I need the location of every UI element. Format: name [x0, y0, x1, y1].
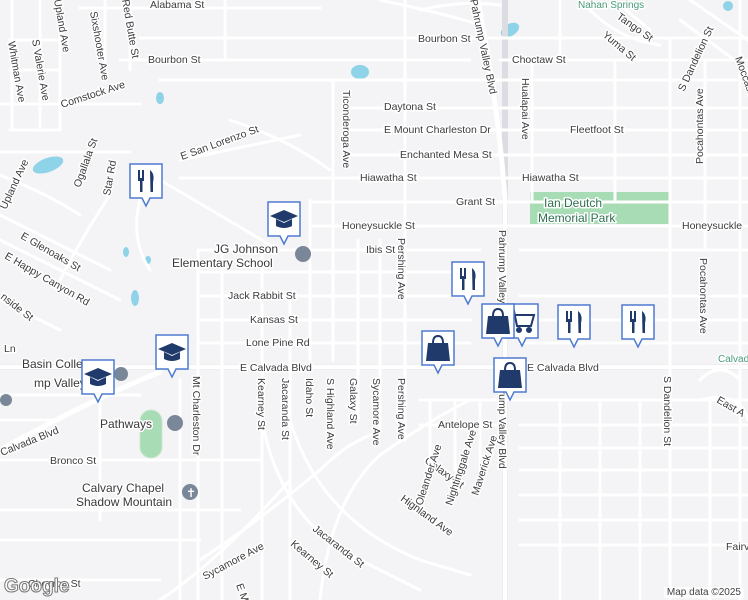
place-label-school-1: JG Johnson — [214, 242, 278, 256]
school-marker[interactable] — [154, 333, 190, 379]
school-marker[interactable] — [80, 358, 116, 404]
shopping-bag-icon — [486, 307, 510, 334]
street-label-mt-charleston-dr: Mt Charleston Dr — [190, 376, 202, 456]
street-label-e-m: E M — [233, 582, 251, 600]
street-label-daytona: Daytona St — [384, 101, 436, 113]
track-area — [139, 409, 163, 459]
street-label-calvada-far-right: Calvada — [718, 354, 748, 365]
street-label-upland: Upland Ave — [0, 158, 31, 212]
street-label-kearney: Kearney St — [255, 378, 267, 430]
street-label-calvada-left: Calvada Blvd — [0, 424, 61, 458]
street-label-pershing-lower: Pershing Ave — [395, 378, 407, 440]
restaurant-marker[interactable] — [556, 303, 592, 349]
place-label-school-2: Elementary School — [172, 256, 273, 270]
graduation-cap-icon — [158, 343, 186, 361]
fork-knife-icon — [460, 268, 476, 290]
college-poi-icon — [114, 367, 128, 381]
street-label-pocahontas-lower: Pocahontas Ave — [697, 258, 709, 334]
street-label-bronco: Bronco St — [50, 455, 96, 467]
street-label-s-dandelion-lower: S Dandelion St — [661, 376, 673, 446]
street-label-kansas: Kansas St — [250, 314, 298, 326]
school-poi-icon — [295, 246, 311, 262]
poi-dots: ✝ — [0, 246, 311, 500]
street-label-fairv: Fairv — [726, 541, 748, 553]
map-attribution[interactable]: Map data ©2025 — [663, 587, 744, 598]
street-label-chevron: Chevron St — [28, 578, 81, 590]
place-label-calvary-1: Calvary Chapel — [82, 481, 164, 495]
cross-icon: ✝ — [186, 486, 196, 500]
place-label-college-1: Basin Colle — [22, 357, 83, 371]
fork-knife-icon — [630, 311, 646, 333]
street-label-sixshooter: Sixshooter Ave — [87, 10, 111, 81]
street-label-enchanted-mesa: Enchanted Mesa St — [400, 149, 492, 161]
restaurant-marker[interactable] — [620, 303, 656, 349]
place-label-nahan-springs: Nahan Springs — [578, 0, 644, 11]
street-label-grant: Grant St — [456, 196, 495, 208]
google-logo[interactable]: Google — [3, 576, 70, 598]
fork-knife-icon — [566, 311, 582, 333]
poi-icon — [0, 394, 12, 406]
street-label-san-lorenzo: E San Lorenzo St — [179, 123, 261, 162]
street-label-alabama: Alabama St — [150, 0, 204, 11]
street-label-fleetfoot: Fleetfoot St — [570, 124, 624, 136]
shopping-marker[interactable] — [480, 302, 516, 348]
street-label-s-highland: S Highland Ave — [324, 378, 336, 450]
school-marker[interactable] — [266, 200, 302, 246]
street-label-choctaw: Choctaw St — [512, 54, 566, 66]
street-label-calvada-blvd: E Calvada Blvd — [240, 362, 312, 374]
fork-knife-icon — [138, 170, 154, 192]
place-label-park-1: Ian Deutch — [544, 196, 602, 210]
street-label-comstock: Comstock Ave — [59, 79, 127, 111]
street-label-hiawatha-left: Hiawatha St — [360, 172, 417, 184]
shopping-bag-icon — [426, 334, 450, 361]
place-label-pathways: Pathways — [100, 417, 152, 431]
church-poi-icon — [182, 484, 198, 500]
street-label-ticonderoga: Ticonderoga Ave — [340, 90, 352, 168]
street-label-upland-top: Upland Ave — [51, 0, 72, 53]
street-label-idaho: Idaho St — [303, 378, 315, 417]
school-poi-icon — [167, 415, 183, 431]
restaurant-marker[interactable] — [128, 162, 164, 208]
street-label-pahrump-low: Pahrump Valley Blvd — [496, 372, 508, 469]
street-label-nside: nside St — [0, 291, 36, 324]
street-label-mount-charleston-dr: E Mount Charleston Dr — [384, 124, 491, 136]
street-label-ogallala: Ogallala St — [72, 137, 101, 189]
street-label-lone-pine: Lone Pine Rd — [246, 337, 310, 349]
street-label-bourbon-left: Bourbon St — [148, 54, 201, 66]
street-label-hiawatha-right: Hiawatha St — [522, 172, 579, 184]
place-labels: JG Johnson Elementary School Ian Deutch … — [21, 0, 646, 511]
street-label-calvada-blvd-right: E Calvada Blvd — [527, 362, 599, 374]
street-label-jack-rabbit: Jack Rabbit St — [228, 290, 296, 302]
street-label-ibis: Ibis St — [366, 244, 395, 256]
street-label-ln: Ln — [4, 343, 16, 355]
street-label-pocahontas-upper: Pocahontas Ave — [694, 88, 706, 164]
street-label-honeysuckle: Honeysuckle St — [342, 220, 415, 232]
street-label-honeysuckle-right: Honeysuckle — [682, 220, 742, 232]
street-label-antelope: Antelope St — [438, 419, 492, 431]
street-label-jacaranda: Jacaranda St — [279, 378, 291, 440]
shopping-marker[interactable] — [420, 329, 456, 375]
graduation-cap-icon — [84, 368, 112, 386]
street-label-galaxy: Galaxy St — [347, 378, 359, 424]
water-bodies — [32, 1, 733, 306]
place-label-calvary-2: Shadow Mountain — [76, 495, 172, 509]
shopping-marker[interactable] — [492, 356, 528, 402]
street-label-hualapai: Hualapai Ave — [519, 78, 531, 140]
street-label-star-rd: Star Rd — [101, 159, 119, 196]
place-label-park-2: Memorial Park — [538, 211, 616, 225]
street-label-sycamore: Sycamore Ave — [370, 378, 382, 446]
graduation-cap-icon — [270, 210, 298, 228]
park-area — [530, 192, 670, 224]
shopping-bag-icon — [498, 361, 522, 388]
street-label-pershing-upper: Pershing Ave — [395, 238, 407, 300]
restaurant-marker[interactable] — [450, 260, 486, 306]
street-label-bourbon-top: Bourbon St — [418, 33, 471, 45]
street-label-whitman: Whitman Ave — [5, 40, 28, 103]
